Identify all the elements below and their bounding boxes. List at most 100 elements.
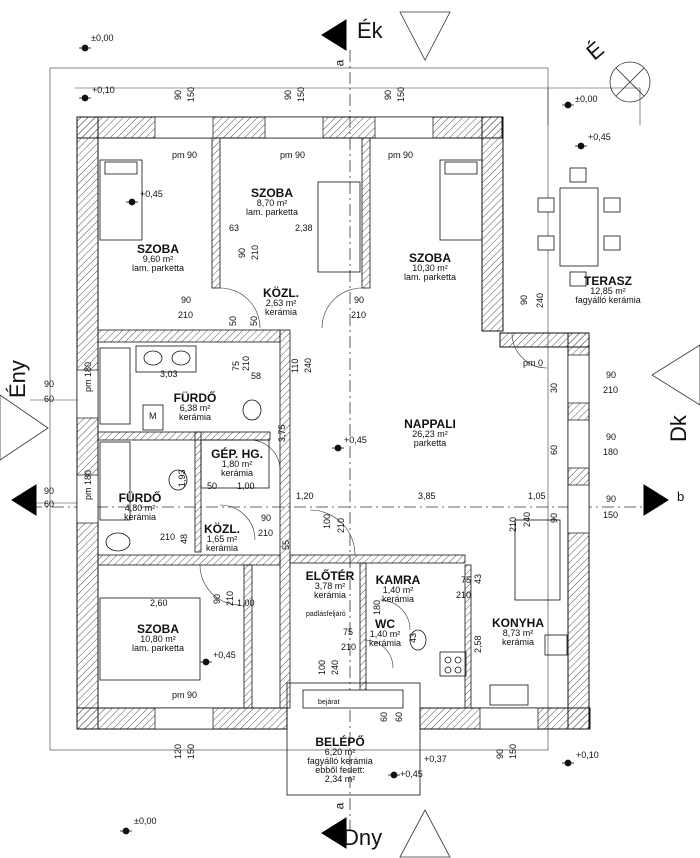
door-swings	[199, 287, 548, 669]
room-wc: WC 1,40 m² kerámia	[368, 617, 402, 648]
dim-label: 180	[372, 599, 382, 615]
dim-label: 120	[173, 743, 183, 759]
dim-label: 3,75	[277, 424, 287, 442]
beds	[99, 159, 483, 681]
dim-label: 60	[549, 444, 559, 455]
dim-label: 210	[341, 642, 357, 652]
dim-label: 210	[250, 244, 260, 260]
dim-label: 100	[317, 659, 327, 675]
kitchen-fixtures	[439, 519, 568, 706]
level-label: +0,45	[213, 650, 236, 660]
entry-porch	[286, 682, 421, 796]
compass-south: Dny	[343, 825, 383, 850]
dim-label: 63	[229, 223, 240, 233]
interior-walls	[97, 137, 472, 709]
windows	[76, 116, 590, 730]
dim-label: 100	[322, 513, 332, 529]
level-label: +0,45	[588, 132, 611, 142]
site-outline	[30, 67, 641, 751]
room-kozl-2: KÖZL. 1,65 m² kerámia	[204, 522, 240, 553]
dim-label: 240	[303, 357, 313, 373]
dim-label: 150	[186, 743, 196, 759]
dim-label: 90	[606, 432, 617, 442]
dim-label: 90	[212, 593, 222, 604]
dim-label: 240	[330, 659, 340, 675]
compass-north: Ék	[357, 18, 383, 43]
section-a-top: a	[332, 59, 347, 67]
dim-label: 210	[178, 310, 194, 320]
section-a-bottom: a	[332, 802, 347, 810]
dim-label: 43	[473, 573, 483, 584]
dim-label: 110	[290, 358, 300, 373]
section-markers	[11, 19, 669, 849]
dim-label: 1,20	[296, 491, 314, 501]
dim-label: 2,60	[150, 598, 168, 608]
room-eloter: ELŐTÉR 3,78 m² kerámia	[305, 569, 355, 600]
level-label: ±0,00	[134, 816, 157, 826]
dim-label: 150	[186, 86, 196, 102]
dim-label: 55	[281, 539, 291, 550]
room-gep-hg: GÉP. HG. 1,80 m² kerámia	[211, 447, 263, 478]
dim-label: pm 90	[172, 150, 198, 160]
dim-label: 3,85	[418, 491, 436, 501]
dim-label: 210	[603, 385, 619, 395]
dim-label: 60	[44, 499, 55, 509]
level-label: ±0,00	[575, 94, 598, 104]
level-label: +0,45	[140, 189, 163, 199]
dim-label: 43	[408, 632, 418, 643]
room-furdo-1: FÜRDŐ 6,38 m² kerámia	[173, 391, 217, 422]
room-belepo: BELÉPŐ 6,20 m² fagyálló kerámia ebből fe…	[307, 735, 373, 784]
dim-label: 90	[519, 294, 529, 305]
dim-label: 90	[44, 486, 55, 496]
room-konyha: KONYHA 8,73 m² kerámia	[491, 616, 545, 647]
dim-label: 60	[379, 711, 389, 722]
dim-label: 180	[603, 447, 619, 457]
dim-label: 240	[535, 292, 545, 308]
dim-label: 90	[383, 89, 393, 100]
dim-label: 150	[396, 86, 406, 102]
room-kozl-1: KÖZL. 2,63 m² kerámia	[263, 286, 299, 317]
dim-label: pm 180	[83, 469, 93, 500]
level-label: +0,10	[576, 750, 599, 760]
dim-label: 48	[179, 533, 189, 544]
dim-label: 1,00	[237, 481, 255, 491]
dim-label: 150	[508, 743, 518, 759]
dim-label: pm 90	[388, 150, 414, 160]
compass-east: Dk	[666, 415, 691, 442]
dim-label: 90	[181, 295, 192, 305]
dim-label: pm 90	[280, 150, 306, 160]
level-label: +0,45	[344, 435, 367, 445]
dim-label: 210	[351, 310, 367, 320]
compass-west: Ény	[5, 360, 30, 398]
dim-label: 90	[606, 370, 617, 380]
level-label: ±0,00	[91, 33, 114, 43]
room-szoba-2: SZOBA 8,70 m² lam. parketta	[245, 186, 299, 217]
room-kamra: KAMRA 1,40 m² kerámia	[375, 573, 421, 604]
room-terasz: TERASZ 12,85 m² fagyálló kerámia	[575, 274, 641, 305]
section-b-right: b	[677, 489, 685, 504]
dim-label: 75	[231, 360, 241, 371]
dim-label: 1,05	[528, 491, 546, 501]
attic-hatch-label: padlásfeljáró	[306, 611, 346, 618]
dim-label: 75	[343, 627, 354, 637]
dim-label: 90	[261, 513, 272, 523]
dim-label: 90	[549, 512, 559, 523]
dim-label: 75	[461, 575, 472, 585]
dim-label: 50	[249, 315, 259, 326]
level-markers	[79, 44, 587, 835]
dim-label: pm 180	[83, 361, 93, 392]
dim-label: 90	[606, 494, 617, 504]
dim-label: 60	[394, 711, 404, 722]
dim-label: 90	[173, 89, 183, 100]
compass-outlines	[0, 11, 700, 858]
dim-label: 90	[283, 89, 293, 100]
dim-label: 90	[354, 295, 365, 305]
dim-label: 58	[251, 371, 262, 381]
dim-label: 30	[549, 382, 559, 393]
room-nappali: NAPPALI 26,23 m² parketta	[404, 417, 456, 448]
dim-label: pm 90	[172, 690, 198, 700]
entrance-label: bejárat	[318, 699, 340, 706]
level-label: +0,45	[400, 769, 423, 779]
dim-label: 210	[241, 355, 251, 371]
dim-label: 50	[207, 481, 218, 491]
